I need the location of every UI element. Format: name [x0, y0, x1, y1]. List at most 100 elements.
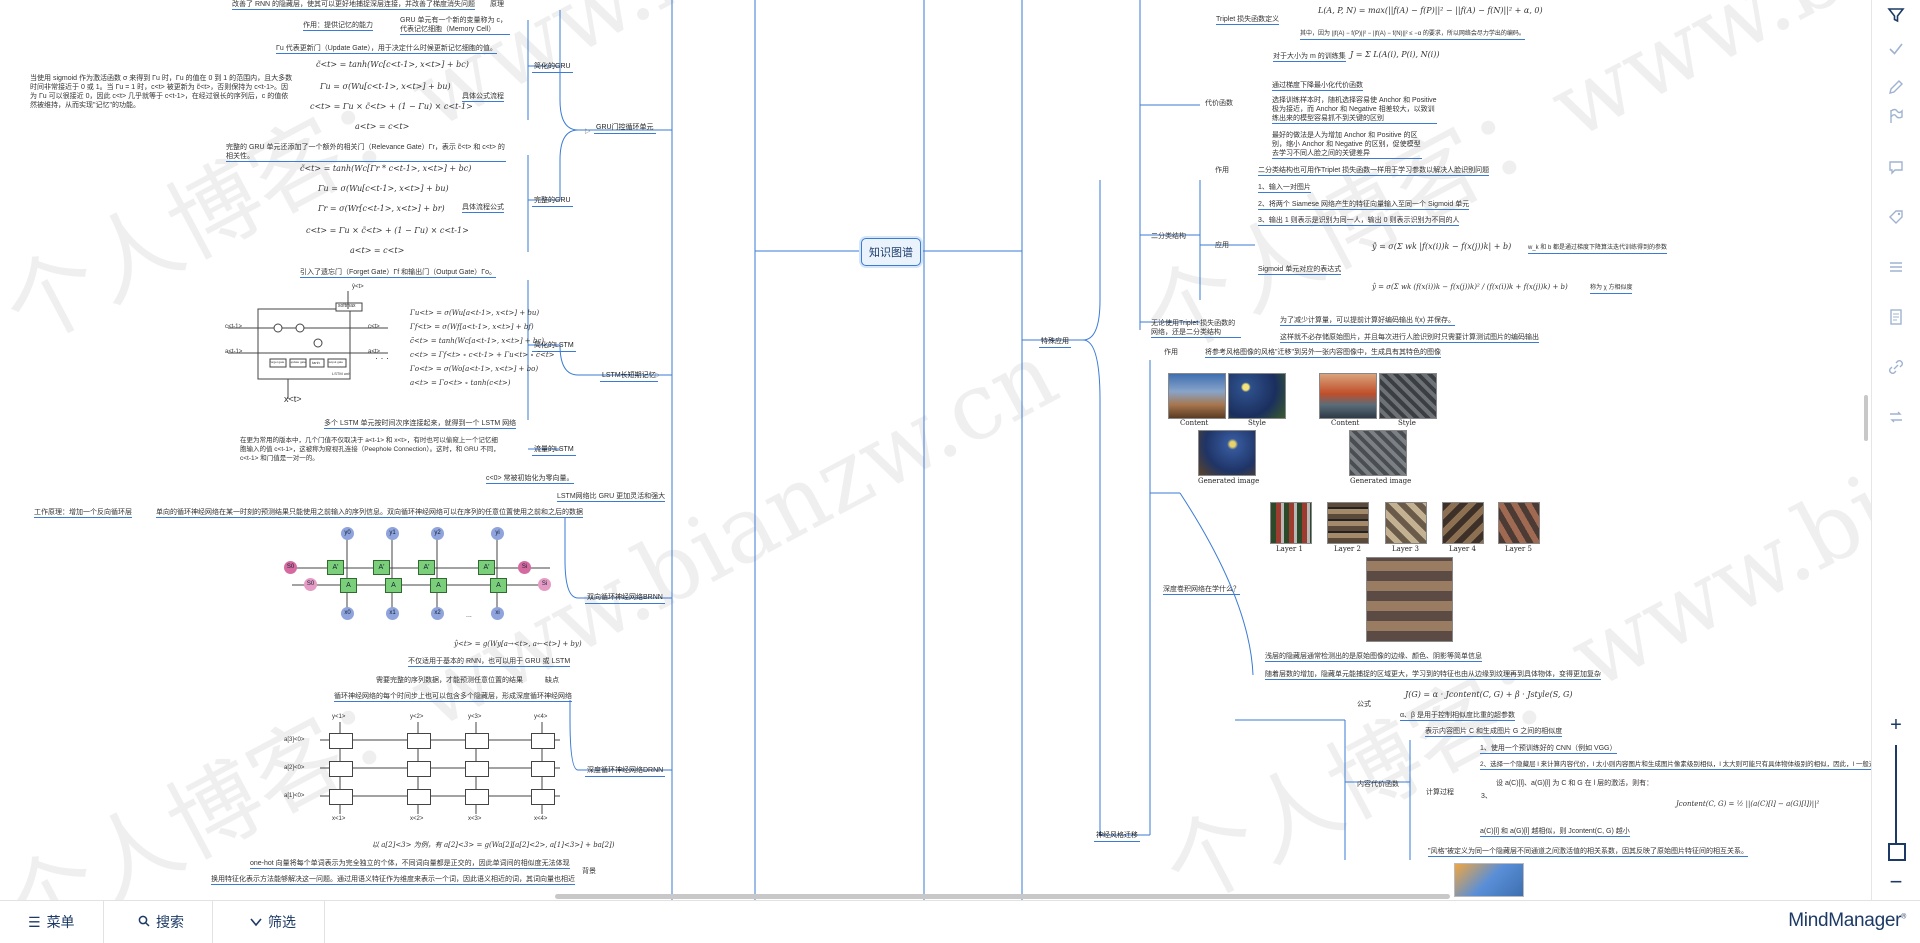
brnn-node-aprime: A'	[327, 560, 344, 575]
central-topic[interactable]: 知识图谱	[861, 238, 921, 266]
brnn-note-sequence: 需要完整的序列数据，才能预测任意位置的结果	[376, 677, 523, 684]
brnn-node-aprime: A'	[478, 560, 495, 575]
image-caption: Style	[1398, 419, 1416, 427]
layer-image	[1385, 502, 1427, 544]
horizontal-scrollbar[interactable]	[555, 894, 1450, 899]
search-button[interactable]: 搜索	[110, 901, 213, 943]
gru-note-rnn: 改善了 RNN 的隐藏层，使其可以更好地捕捉深层连接，并改善了梯度消失问题	[232, 1, 476, 10]
lstm-note-peephole: 在更为常用的版本中，几个门值不仅取决于 a<t-1> 和 x<t>，有时也可以偷…	[240, 437, 500, 462]
content-image	[1319, 373, 1377, 419]
binary-step-2: 2、将两个 Siamese 网络产生的特征向量输入至同一个 Sigmoid 单元	[1258, 201, 1470, 210]
image-caption: Content	[1331, 419, 1360, 427]
lstm-eq-3: c̃<t> = tanh(Wc[a<t-1>, x<t>] + bc)	[410, 337, 545, 345]
zoom-in-button[interactable]: +	[1890, 714, 1902, 736]
drnn-x-label: x<3>	[468, 816, 482, 822]
lstm-label: LSTM unit	[332, 371, 351, 376]
topic-gru-full[interactable]: 完整的GRU	[532, 195, 573, 207]
zoom-slider-handle[interactable]	[1888, 842, 1906, 861]
link-icon[interactable]	[1886, 358, 1906, 378]
lstm-eq-2: Γf<t> = σ(Wf[a<t-1>, x<t>] + bf)	[410, 323, 534, 331]
topic-gru-simplified[interactable]: 简化的GRU	[532, 61, 573, 73]
attach-icon[interactable]	[1886, 408, 1906, 428]
vertical-scrollbar[interactable]	[1864, 395, 1868, 441]
pen-icon[interactable]	[1886, 78, 1906, 98]
style-volume-image	[1454, 863, 1524, 897]
flag-icon[interactable]	[1886, 107, 1906, 127]
drnn-x-label: x<2>	[410, 816, 424, 822]
list-icon[interactable]	[1886, 258, 1906, 278]
compute-step-3: 3、	[1481, 793, 1492, 800]
generated-image	[1198, 430, 1256, 476]
style-role: 作用	[1164, 349, 1178, 356]
layer-image	[1498, 502, 1540, 544]
brand-logo: MindManager®	[1788, 910, 1906, 931]
brnn-shortcoming: 缺点	[545, 677, 559, 684]
lstm-label: c<t>	[368, 324, 380, 330]
zoom-slider-track[interactable]	[1895, 745, 1897, 855]
lstm-label: softmax	[338, 303, 356, 309]
connector-lines	[527, 0, 1411, 900]
image-caption: Content	[1180, 419, 1209, 427]
layer-image	[1327, 502, 1369, 544]
gru-eq-8: c<t> = Γu × c̃<t> + (1 − Γu) × c<t-1>	[306, 226, 469, 235]
topic-background[interactable]: 背景	[582, 868, 596, 875]
zoom-out-button[interactable]: −	[1889, 869, 1903, 894]
style-formula-note: α、β 是用于控制相似度比重的超参数	[1400, 712, 1516, 721]
gru-eq-2: Γu = σ(Wu[c<t-1>, x<t>] + bu)	[320, 82, 451, 91]
drnn-layer-label: a[3]<0>	[284, 737, 305, 743]
collapse-icon[interactable]: ▷	[585, 128, 591, 135]
brnn-node-y: y0	[341, 527, 354, 540]
compute-step-2: 2、选择一个隐藏层 l 来计算内容代价，l 太小则内容图片和生成图片像素级别相似…	[1480, 760, 1872, 770]
topic-lstm-simplified[interactable]: 简化的LSTM	[532, 340, 576, 352]
note-icon[interactable]	[1886, 308, 1906, 328]
triplet-label: Triplet 损失函数定义	[1216, 16, 1280, 25]
brnn-note-applicable: 不仅适用于基本的 RNN，也可以用于 GRU 或 LSTM	[408, 658, 571, 667]
topic-lstm-peephole[interactable]: 流量的LSTM	[532, 444, 576, 456]
triplet-cost-label: 代价函数	[1205, 100, 1233, 107]
topic-lstm[interactable]: LSTM长短期记忆	[600, 370, 658, 382]
lstm-label: c<t-1>	[225, 324, 243, 330]
search-icon	[138, 914, 150, 930]
gru-note-update-gate: Γu 代表更新门（Update Gate），用于决定什么时候更新记忆细胞的值。	[276, 45, 497, 54]
binary-label: 二分类结构	[1151, 233, 1186, 240]
lstm-eq-1: Γu<t> = σ(Wu[a<t-1>, x<t>] + bu)	[410, 309, 540, 317]
check-icon[interactable]	[1886, 40, 1906, 60]
style-deep-note-1: 浅层的隐藏层通常检测出的是原始图像的边缘、颜色、阴影等简单信息	[1265, 653, 1482, 662]
content-image	[1168, 373, 1226, 419]
bottom-bar: ☰ 菜单 搜索 筛选 MindManager®	[0, 900, 1920, 943]
image-caption: Generated image	[1198, 477, 1260, 485]
brnn-node-y: y1	[386, 527, 399, 540]
lstm-label: tanh	[312, 360, 320, 365]
collapse-icon[interactable]: ▷	[655, 372, 661, 379]
brnn-ellipsis: ...	[466, 612, 472, 619]
mindmap-canvas[interactable]: 个人博客：www.bianzw.cn 个人博客：www.bianzw.cn 个人…	[0, 0, 1872, 900]
lstm-eq-6: a<t> = Γo<t> ∘ tanh(c<t>)	[410, 379, 511, 387]
style-content-cost: 内容代价函数	[1357, 781, 1399, 788]
brnn-node-a: A	[340, 578, 357, 593]
topic-deep-rnn[interactable]: 深度循环神经网络DRNN	[585, 765, 666, 777]
menu-button[interactable]: ☰ 菜单	[0, 901, 104, 943]
topic-brnn[interactable]: 双向循环神经网络BRNN	[585, 592, 665, 604]
tag-icon[interactable]	[1886, 208, 1906, 228]
binary-step-3: 3、输出 1 则表示是识别为同一人，输出 0 则表示识别为不同的人	[1258, 217, 1460, 226]
lstm-note-gates: 引入了遗忘门（Forget Gate）Γf 和输出门（Output Gate）Γ…	[300, 269, 496, 278]
binary-compute-note-1: 为了减少计算量，可以提前计算好编码输出 f(x) 并保存。	[1280, 317, 1455, 326]
filter-label: 筛选	[268, 914, 296, 930]
topic-gru[interactable]: GRU门控循环单元	[594, 122, 656, 134]
binary-compute-note-2: 这样就不必存储原始图片，并且每次进行人脸识别时只需要计算测试图片的编码输出	[1280, 334, 1539, 343]
chat-icon[interactable]	[1886, 158, 1906, 178]
lstm-label: x<t>	[284, 394, 302, 404]
brnn-node-s: S0	[304, 578, 317, 591]
brnn-node-a: A	[490, 578, 507, 593]
topic-style-transfer[interactable]: 神经风格迁移	[1094, 830, 1140, 842]
filter-button[interactable]: 筛选	[222, 901, 325, 943]
compute-step-4: a(C)[l] 和 a(G)[l] 越相似，则 Jcontent(C, G) 越…	[1480, 828, 1630, 837]
filter-icon[interactable]	[1886, 6, 1906, 26]
binary-no-matter: 无论使用Triplet 损失函数的网络，还是二分类结构	[1151, 319, 1241, 338]
generated-image	[1349, 430, 1407, 476]
layer-image	[1442, 502, 1484, 544]
compute-step-2b: 设 a(C)[l]、a(G)[l] 为 C 和 G 在 l 层的激活，则有：	[1496, 780, 1654, 787]
brnn-node-x: x0	[341, 607, 354, 620]
topic-special-apps[interactable]: 特殊应用	[1039, 336, 1071, 348]
lstm-label: forget gate	[270, 360, 285, 364]
